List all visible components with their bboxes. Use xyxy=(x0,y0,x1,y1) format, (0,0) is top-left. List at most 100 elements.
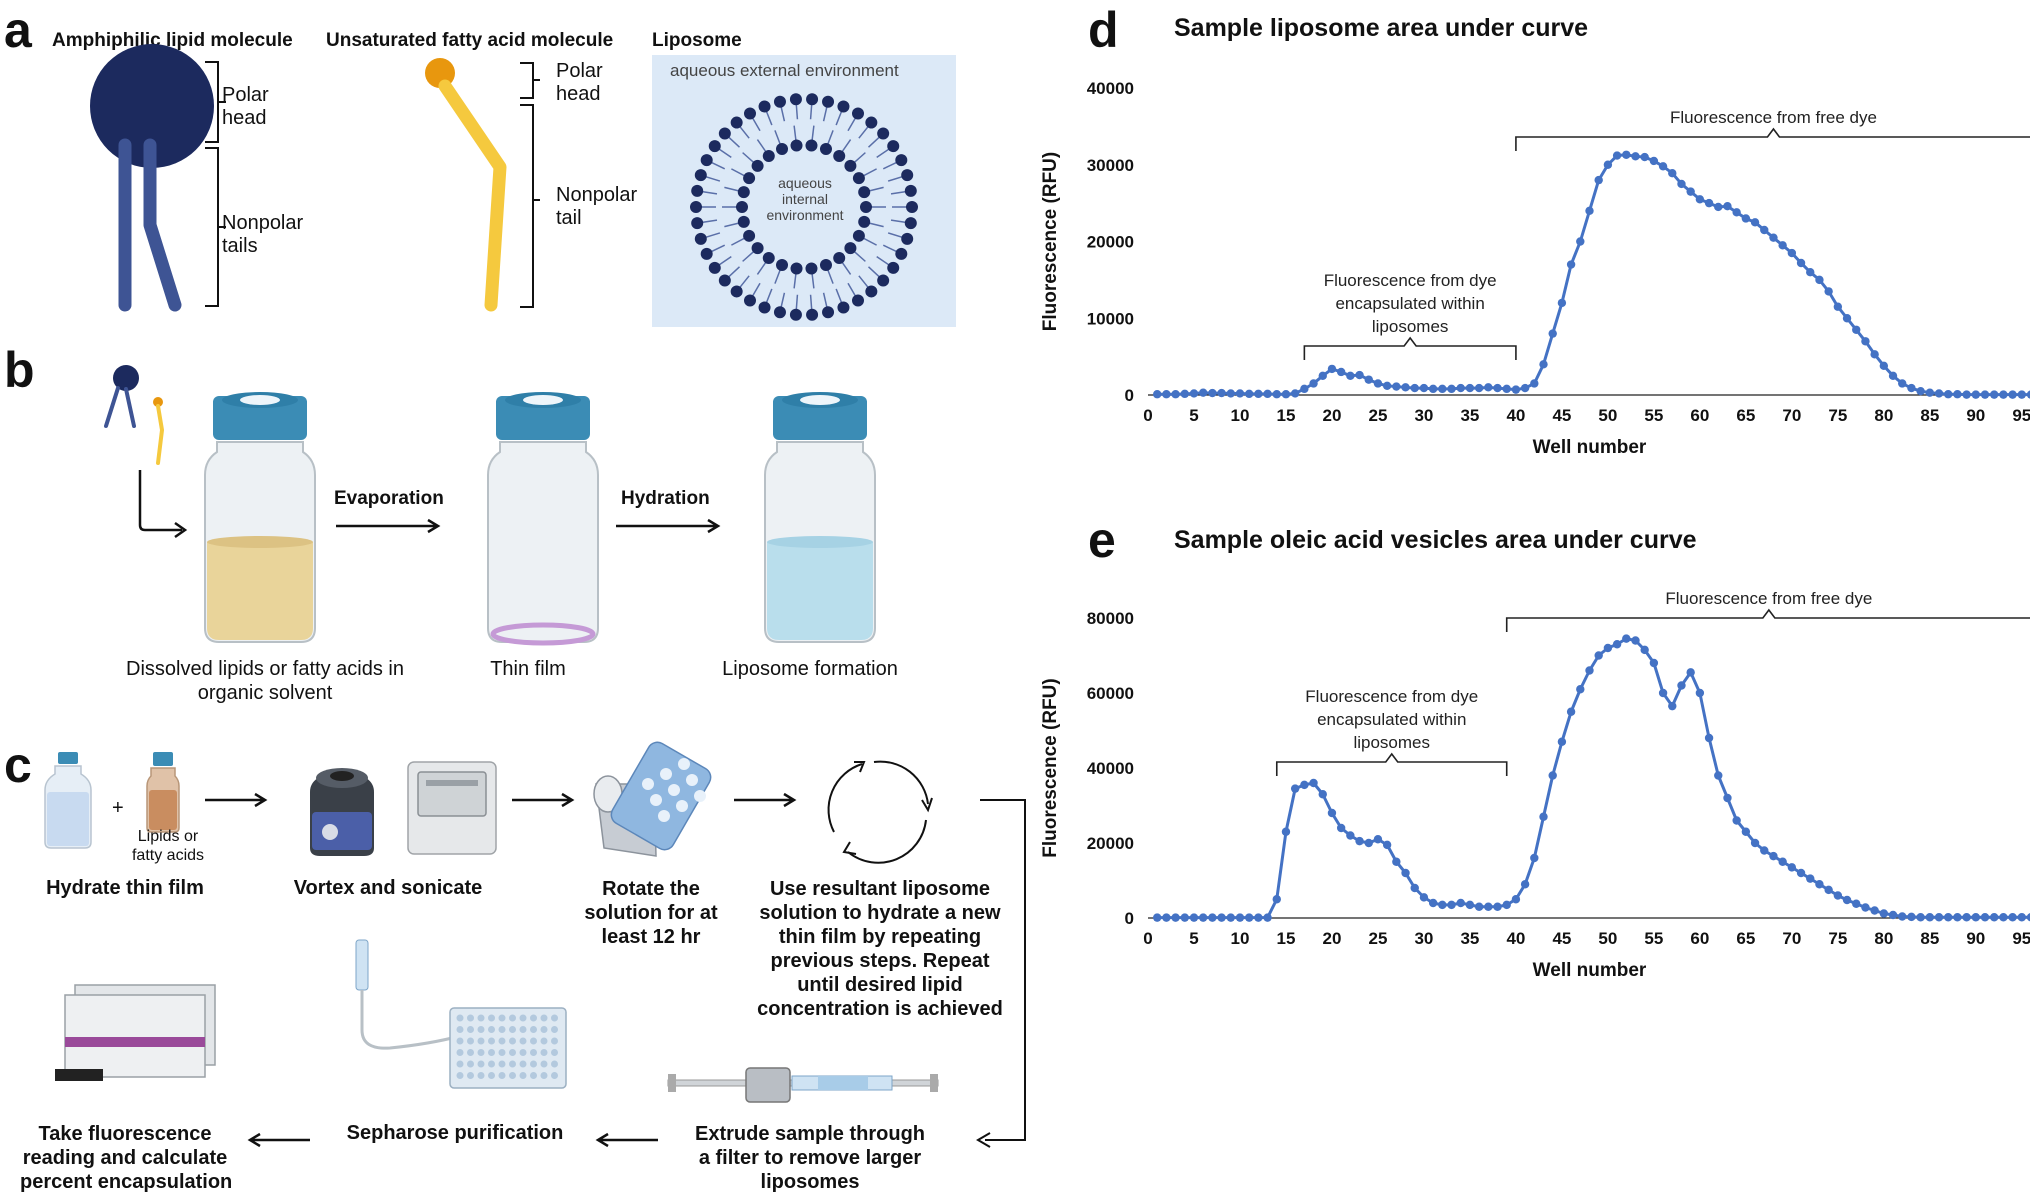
chart-e-data-point xyxy=(1686,668,1695,677)
chart-e-data-point xyxy=(1382,840,1392,850)
chart-e-data-point xyxy=(1318,790,1327,799)
connector-arrowhead xyxy=(976,1132,991,1148)
chart-e-data-point xyxy=(1465,900,1475,910)
liposome-diagram xyxy=(690,93,918,321)
chart-e-data-point xyxy=(1428,898,1438,908)
plus-sign: + xyxy=(112,797,124,819)
chart-d-data-point xyxy=(1465,383,1475,393)
chart-e-annotation-brace xyxy=(1505,608,2030,632)
chart-e-y-tick-label: 40000 xyxy=(1087,759,1134,778)
chart-e-data-point xyxy=(1300,780,1309,790)
chart-e-data-point xyxy=(1539,812,1548,821)
chart-e-x-tick-label: 70 xyxy=(1782,929,1801,948)
chart-d-data-point xyxy=(1254,389,1263,399)
chart-d-annotation-label: Fluorescence from free dye xyxy=(1670,108,1877,127)
chart-e-annotation-brace xyxy=(1275,752,1508,776)
chart-d-data-point xyxy=(1861,337,1870,346)
chart-d-x-tick-label: 40 xyxy=(1506,406,1525,425)
chart-e-data-point xyxy=(1557,737,1567,746)
step2-label: Vortex and sonicate xyxy=(293,877,483,899)
chart-d-data-point xyxy=(1879,361,1889,371)
lipid-tail-right xyxy=(143,138,182,312)
chart-d-data-point xyxy=(1990,390,1999,399)
chart-d-data-point xyxy=(1401,383,1410,392)
chart-d-data-point xyxy=(1686,187,1695,196)
chart-e-data-point xyxy=(1925,913,1935,922)
lipid-molecule-diagram xyxy=(90,44,226,312)
vortex-sonicator-icon xyxy=(310,761,497,856)
chart-e-data-point xyxy=(1750,838,1760,848)
small-fatty-acid-icon xyxy=(153,397,163,407)
chart-e-y-tick-label: 20000 xyxy=(1087,834,1134,853)
chart-d-x-tick-label: 45 xyxy=(1552,406,1571,425)
cycle-icon xyxy=(827,760,933,864)
chart-d-data-point xyxy=(1916,386,1925,396)
chart-d-x-tick-label: 95 xyxy=(2012,406,2030,425)
step6-label: Sepharose purification xyxy=(346,1122,564,1144)
chart-d-data-point xyxy=(1585,206,1594,215)
chart-d-data-point xyxy=(1198,388,1208,397)
chart-e-data-point xyxy=(1796,868,1806,878)
chart-e-title: Sample oleic acid vesicles area under cu… xyxy=(1174,526,1697,554)
lipid-tail-label: Nonpolar tails xyxy=(222,212,304,257)
chart-d-data-point xyxy=(1364,375,1373,384)
chart-d-x-tick-label: 35 xyxy=(1460,406,1479,425)
chart-e-data-point xyxy=(1244,913,1254,922)
chart-e-y-tick-label: 0 xyxy=(1125,909,1134,928)
chart-d-data-point xyxy=(1511,385,1521,394)
chart-e-data-point xyxy=(1281,827,1291,836)
chart-e-y-axis-label: Fluorescence (RFU) xyxy=(1040,678,1061,857)
chart-d-x-tick-label: 65 xyxy=(1736,406,1755,425)
chart-e-x-tick-label: 80 xyxy=(1874,929,1893,948)
chart-d-data-point xyxy=(1382,381,1392,390)
chart-d-x-tick-label: 80 xyxy=(1874,406,1893,425)
chart-d-x-tick-label: 60 xyxy=(1690,406,1709,425)
chart-d-data-point xyxy=(1677,179,1686,189)
chart-d-data-point xyxy=(1658,162,1668,171)
chart-d-data-point xyxy=(1953,390,1962,399)
chart-d-data-point xyxy=(1290,389,1300,398)
lipids-label: Lipids or fatty acids xyxy=(131,828,205,864)
chart-e-data-point xyxy=(2008,913,2017,922)
chart-e-data-point xyxy=(1631,636,1640,645)
chart-e-data-point xyxy=(1548,771,1557,780)
chart-e-x-tick-label: 20 xyxy=(1322,929,1341,948)
chart-d-data-point xyxy=(1318,371,1327,381)
chart-e-data-point xyxy=(1824,885,1833,895)
chart-e-data-point xyxy=(1622,634,1631,643)
chart-e-data-point xyxy=(1907,912,1916,922)
chart-e-data-point xyxy=(1668,701,1677,711)
chart-d-data-point xyxy=(1355,370,1364,380)
chart-e-data-point xyxy=(1953,913,1962,922)
evaporation-label: Evaporation xyxy=(334,488,444,509)
chart-e-data-point xyxy=(1410,883,1419,893)
panel-letter-a: a xyxy=(4,2,32,58)
chart-e-data-point xyxy=(1971,913,1981,922)
chart-e-x-tick-label: 15 xyxy=(1277,929,1296,948)
chart-e-data-point xyxy=(1327,808,1337,818)
panel-letter-e: e xyxy=(1088,512,1116,568)
chart-e-data-point xyxy=(1447,900,1456,910)
chart-d-x-tick-label: 85 xyxy=(1920,406,1939,425)
chart-d-data-point xyxy=(1999,390,2008,399)
chart-d-x-tick-label: 0 xyxy=(1143,406,1152,425)
chart-d-data-point xyxy=(1622,150,1631,159)
panel-letter-d: d xyxy=(1088,2,1119,58)
chart-d-data-point xyxy=(1235,389,1245,398)
chart-d-y-tick-label: 30000 xyxy=(1087,156,1134,175)
chart-d-data-point xyxy=(1392,382,1401,391)
chart-e-data-point xyxy=(2017,913,2027,922)
chart-e-data-point xyxy=(1152,913,1162,922)
step3-label: Rotate the solution for at least 12 hr xyxy=(584,878,718,948)
chart-e-data-point xyxy=(1336,823,1346,833)
chart-d-x-axis-label: Well number xyxy=(1533,437,1647,458)
chart-d-data-point xyxy=(1888,371,1898,381)
chart-d-data-point xyxy=(1566,260,1576,269)
chart-e-data-point xyxy=(1787,863,1797,872)
chart-e-x-tick-label: 45 xyxy=(1552,929,1571,948)
step7-label: Take fluorescence reading and calculate … xyxy=(20,1123,233,1193)
chart-d-data-point xyxy=(1934,389,1944,398)
chart-e-data-point xyxy=(1171,913,1180,922)
